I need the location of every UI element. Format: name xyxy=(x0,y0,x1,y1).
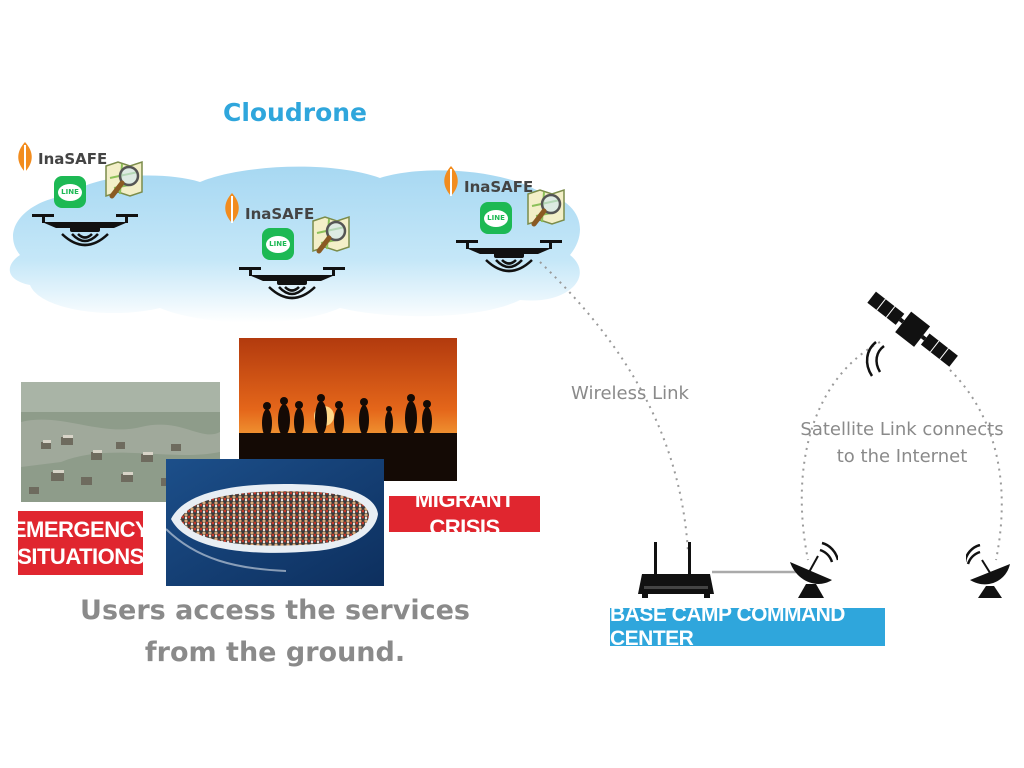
cloud-shape xyxy=(9,166,581,323)
satellite-link-line-left xyxy=(800,341,881,561)
satellite-icon xyxy=(865,291,958,377)
inasafe-brand-text: InaSAFE xyxy=(245,205,315,223)
satellite-link-label: Satellite Link connects to the Internet xyxy=(792,416,1012,470)
drone-icon xyxy=(32,214,138,247)
satellite-link-line1: Satellite Link connects xyxy=(800,419,1004,440)
line-chat-bubble: LINE xyxy=(484,209,508,227)
emergency-label-line1: EMERGENCY xyxy=(11,517,150,542)
inasafe-brand-text: InaSAFE xyxy=(464,178,534,196)
line-chat-icon: LINE xyxy=(480,202,512,234)
base-camp-command-center-label: BASE CAMP COMMAND CENTER xyxy=(610,603,885,650)
line-chat-icon: LINE xyxy=(54,176,86,208)
wireless-link-label: Wireless Link xyxy=(571,383,689,404)
drone-group-1: InaSAFE LINE xyxy=(14,142,144,257)
satellite-dish-icon xyxy=(966,544,1010,598)
satellite-link-line2: to the Internet xyxy=(836,446,968,467)
inasafe-logo-icon xyxy=(444,166,458,196)
map-magnifier-icon xyxy=(105,160,143,199)
line-chat-bubble: LINE xyxy=(58,183,82,201)
drone-icon xyxy=(456,240,562,273)
line-chat-icon: LINE xyxy=(262,228,294,260)
drone-icon xyxy=(239,267,345,300)
wireless-link-line xyxy=(539,261,689,553)
map-magnifier-icon xyxy=(527,188,565,227)
map-magnifier-icon xyxy=(312,215,350,254)
users-caption-line1: Users access the services xyxy=(80,595,470,626)
users-caption-line2: from the ground. xyxy=(144,637,406,668)
line-chat-bubble: LINE xyxy=(266,235,290,253)
migrants-sunset-photo xyxy=(239,338,457,481)
diagram-title: Cloudrone xyxy=(222,98,368,127)
users-access-caption: Users access the services from the groun… xyxy=(70,590,480,674)
flood-photo xyxy=(21,382,220,502)
inasafe-logo-icon xyxy=(225,193,239,223)
migrant-boat-photo xyxy=(166,459,384,586)
inasafe-brand-text: InaSAFE xyxy=(38,150,108,168)
drone-group-2: InaSAFE LINE xyxy=(221,193,356,308)
emergency-label-line2: SITUATIONS xyxy=(17,544,144,569)
router-icon xyxy=(638,542,714,598)
migrant-crisis-label: MIGRANT CRISIS xyxy=(389,487,540,540)
satellite-dish-icon xyxy=(790,541,838,598)
inasafe-logo-icon xyxy=(18,142,32,172)
emergency-situations-label: EMERGENCY SITUATIONS xyxy=(12,511,150,575)
drone-group-3: InaSAFE LINE xyxy=(440,166,575,281)
